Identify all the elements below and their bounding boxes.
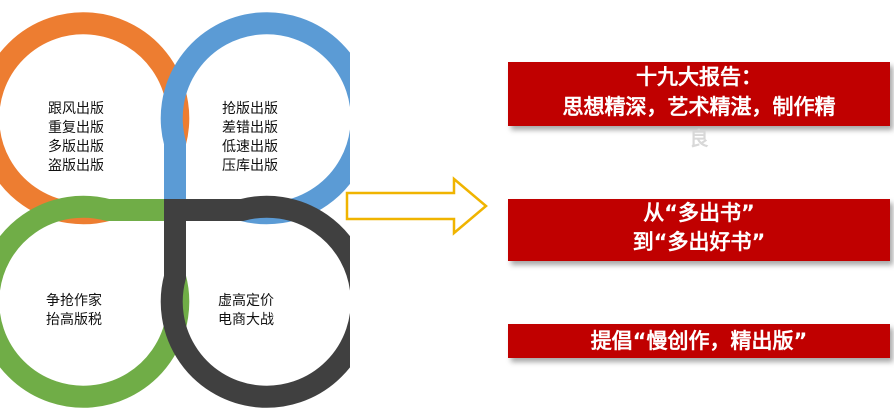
petal-blue-line: 压库出版 [222, 158, 278, 174]
petal-orange [0, 12, 190, 225]
petal-blue-line: 低速出版 [222, 139, 278, 155]
four-petal-diagram [0, 12, 350, 408]
petal-orange-line: 盗版出版 [48, 158, 104, 174]
petal-orange-line: 重复出版 [48, 120, 104, 136]
petal-green [0, 195, 190, 408]
petal-blue-line: 差错出版 [222, 120, 278, 136]
petal-green-line: 争抢作家 [46, 293, 102, 309]
quality-box: 从“多出书” 到“多出好书” [508, 199, 890, 261]
report-box: 十九大报告： 思想精深，艺术精湛，制作精 良 [508, 62, 890, 150]
petal-orange-text: 跟风出版 重复出版 多版出版 盗版出版 [48, 100, 104, 176]
quality-box-line2: 到“多出好书” [632, 230, 766, 254]
slogan-box-line1: 提倡“慢创作，精出版” [590, 329, 808, 353]
quality-box-line1: 从“多出书” [643, 201, 755, 225]
petal-green-line: 抬高版税 [46, 312, 102, 328]
right-arrow-icon [345, 176, 488, 236]
petal-orange-line: 多版出版 [48, 139, 104, 155]
petal-dark-line: 电商大战 [218, 312, 274, 328]
report-box-line2: 思想精深，艺术精湛，制作精 [562, 95, 836, 119]
slogan-box: 提倡“慢创作，精出版” [508, 324, 890, 358]
report-box-overflow: 良 [689, 128, 709, 150]
petal-dark [160, 195, 350, 408]
petal-blue-text: 抢版出版 差错出版 低速出版 压库出版 [222, 100, 278, 176]
petal-blue [160, 12, 350, 225]
petal-blue-line: 抢版出版 [222, 101, 278, 117]
report-box-line1: 十九大报告： [636, 65, 762, 89]
petal-dark-text: 虚高定价 电商大战 [218, 292, 274, 330]
petal-orange-line: 跟风出版 [48, 101, 104, 117]
petal-green-text: 争抢作家 抬高版税 [46, 292, 102, 330]
petal-dark-line: 虚高定价 [218, 293, 274, 309]
